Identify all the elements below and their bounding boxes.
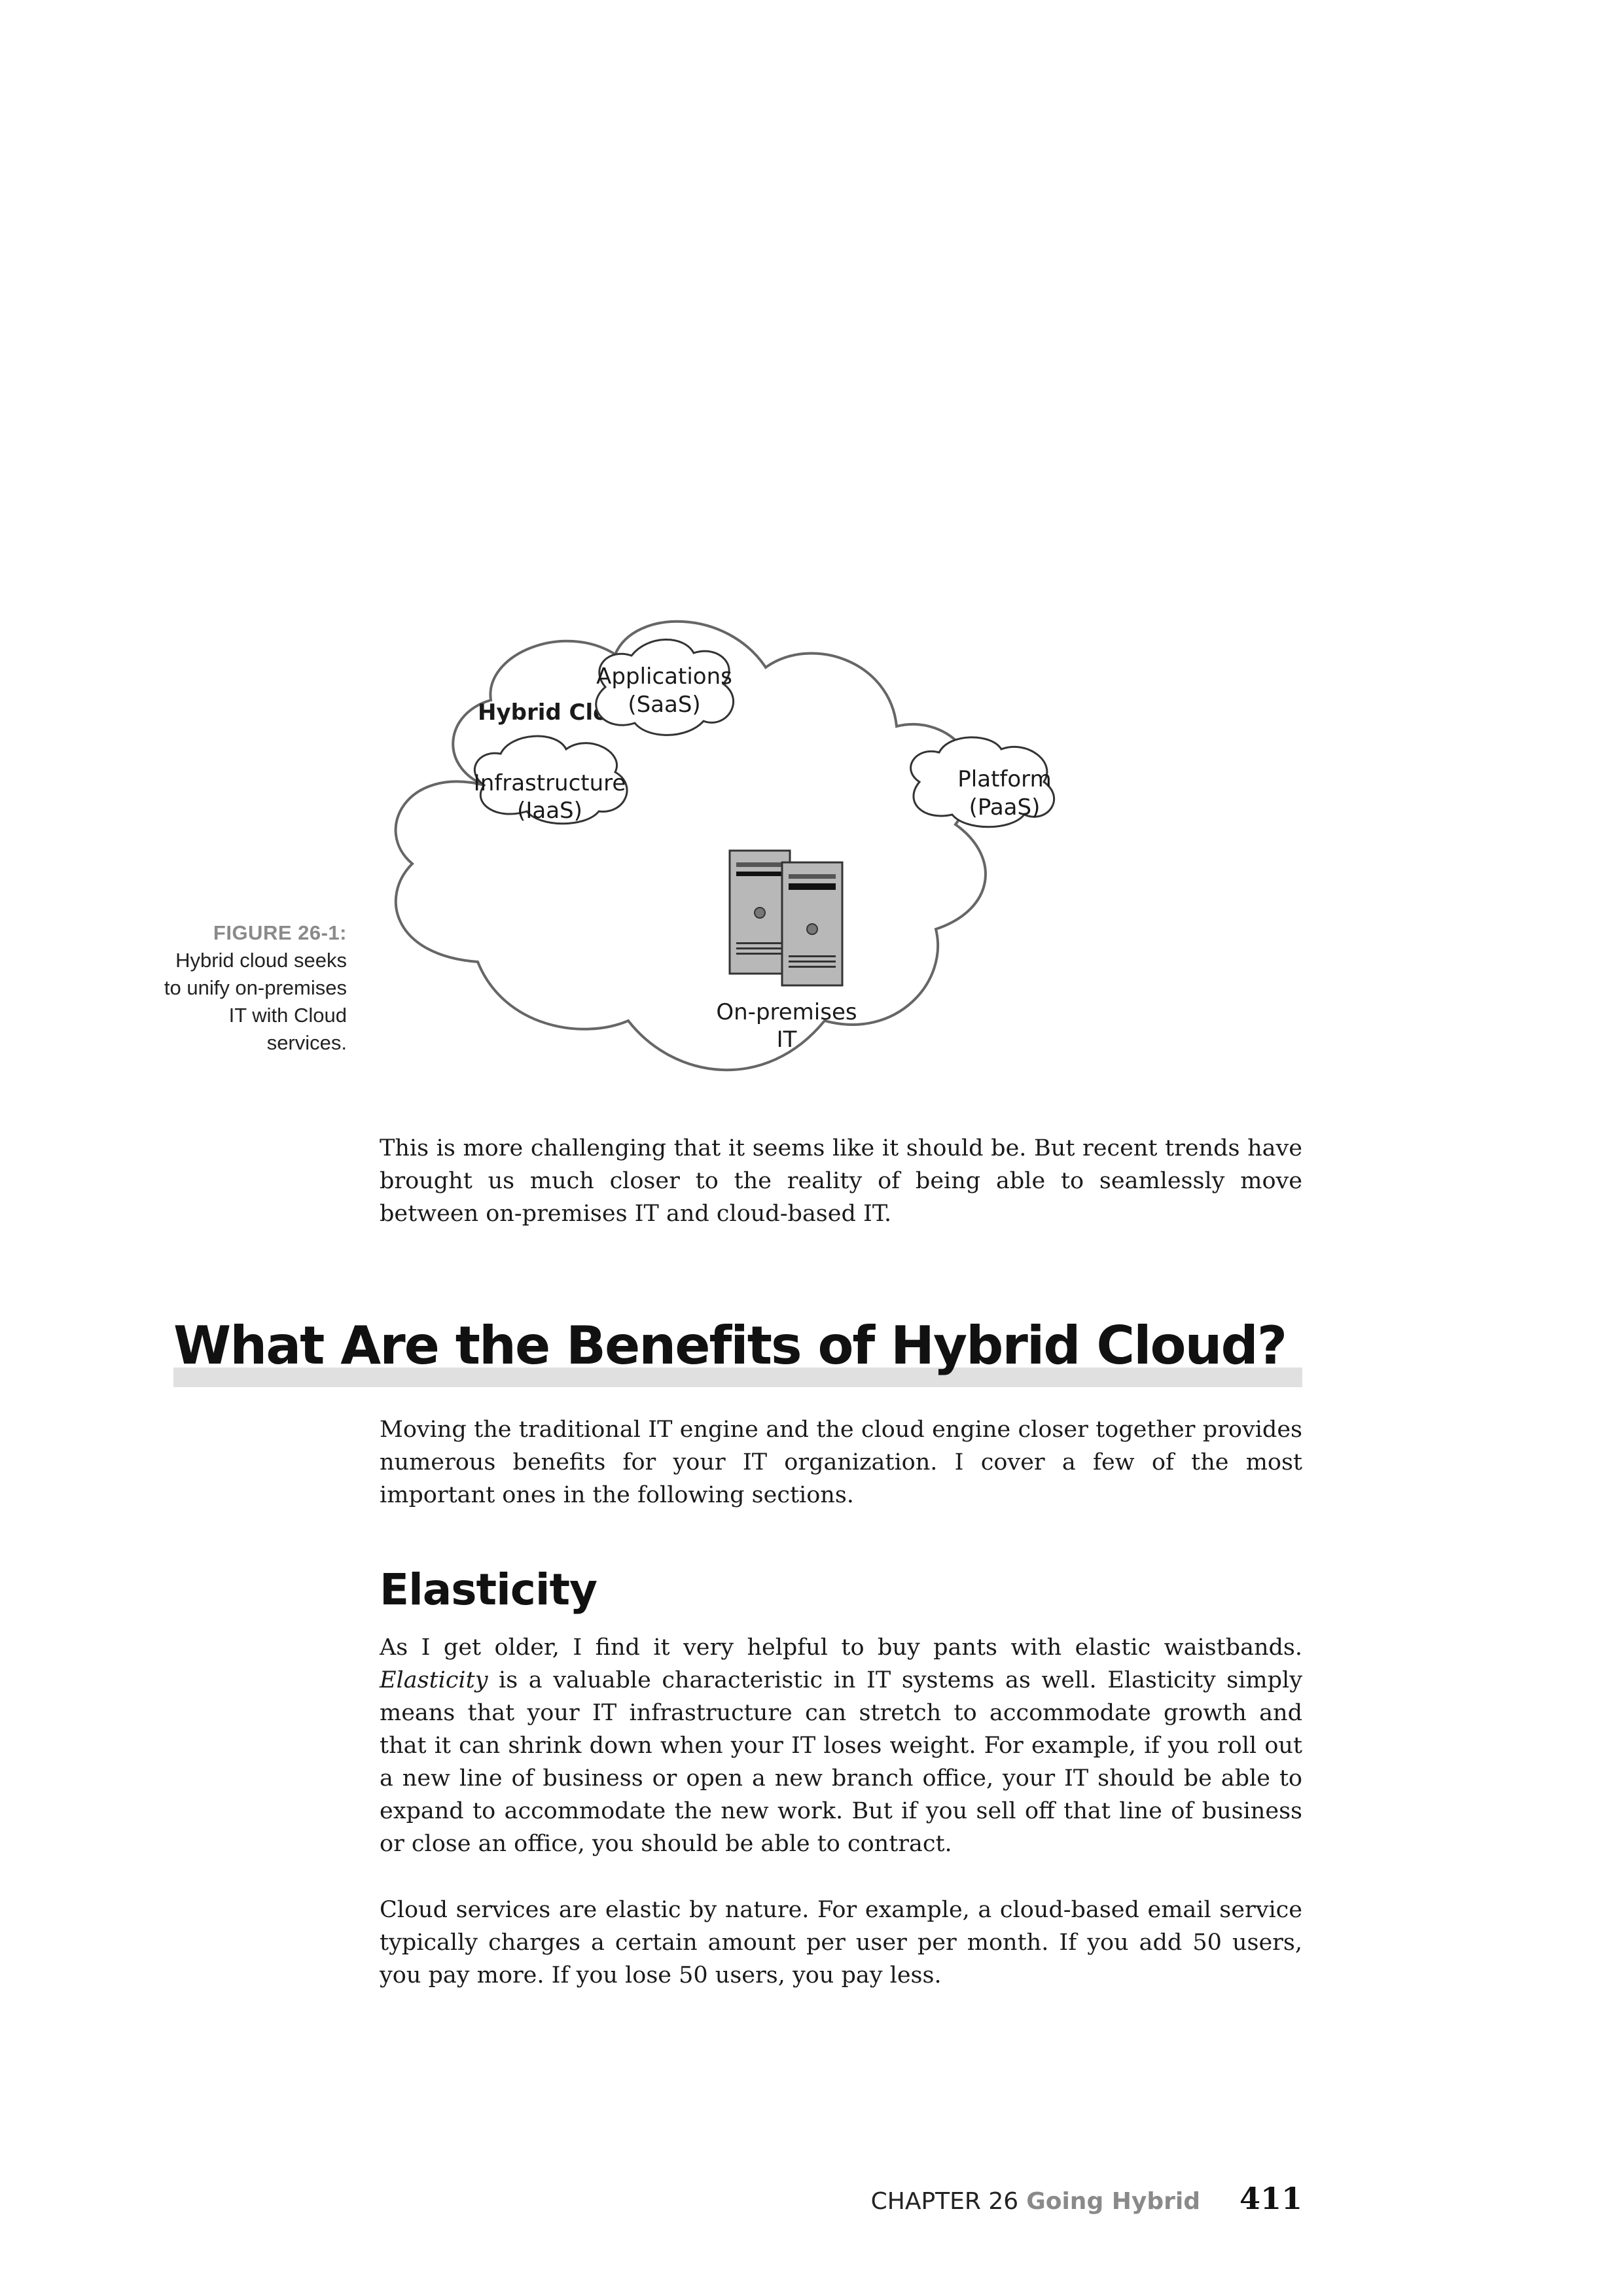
section-heading-block: What Are the Benefits of Hybrid Cloud? bbox=[173, 1310, 1302, 1388]
figure-caption-label: FIGURE 26-1: bbox=[213, 921, 347, 944]
page-footer: CHAPTER 26 Going Hybrid 411 bbox=[851, 2179, 1302, 2221]
server-icon bbox=[728, 849, 844, 987]
elasticity-p1-rest: is a valuable characteristic in IT syste… bbox=[380, 1667, 1302, 1857]
section-heading: What Are the Benefits of Hybrid Cloud? bbox=[173, 1315, 1287, 1376]
cloud-applications-line1: Applications bbox=[596, 663, 732, 690]
section-paragraph: Moving the traditional IT engine and the… bbox=[380, 1417, 1302, 1508]
cloud-platform-line2: (PaaS) bbox=[969, 794, 1041, 821]
hybrid-cloud-figure: Hybrid Cloud Applications (SaaS) Infrast… bbox=[373, 615, 1191, 1086]
elasticity-term: Elasticity bbox=[380, 1667, 488, 1693]
section-heading-bar bbox=[173, 1368, 1302, 1387]
elasticity-paragraph-1: As I get older, I find it very helpful t… bbox=[380, 1631, 1302, 1860]
page-number: 411 bbox=[1239, 2181, 1302, 2216]
cloud-infrastructure-line2: (IaaS) bbox=[517, 798, 582, 824]
onprem-label-line1: On-premises bbox=[716, 999, 857, 1025]
cloud-applications-saas: Applications (SaaS) bbox=[595, 639, 735, 736]
subsection-heading: Elasticity bbox=[380, 1564, 597, 1615]
cloud-infrastructure-line1: Infrastructure bbox=[474, 770, 626, 796]
footer-chapter-title: Going Hybrid bbox=[1026, 2188, 1200, 2215]
intro-paragraph: This is more challenging that it seems l… bbox=[380, 1135, 1302, 1227]
cloud-platform-paas: Platform (PaaS) bbox=[910, 736, 1056, 828]
elasticity-p1-start: As I get older, I find it very helpful t… bbox=[380, 1634, 1302, 1661]
onprem-label-line2: IT bbox=[777, 1027, 797, 1053]
footer-chapter: CHAPTER 26 bbox=[870, 2188, 1019, 2215]
cloud-platform-line1: Platform bbox=[957, 766, 1051, 792]
figure-caption: FIGURE 26-1: Hybrid cloud seeks to unify… bbox=[164, 919, 347, 1057]
cloud-applications-line2: (SaaS) bbox=[628, 692, 700, 718]
hybrid-cloud-diagram: Hybrid Cloud Applications (SaaS) Infrast… bbox=[394, 620, 1056, 1071]
figure-caption-text: Hybrid cloud seeks to unify on-premises … bbox=[164, 949, 347, 1054]
elasticity-paragraph-2: Cloud services are elastic by nature. Fo… bbox=[380, 1897, 1302, 1988]
cloud-infrastructure-iaas: Infrastructure (IaaS) bbox=[474, 735, 628, 825]
